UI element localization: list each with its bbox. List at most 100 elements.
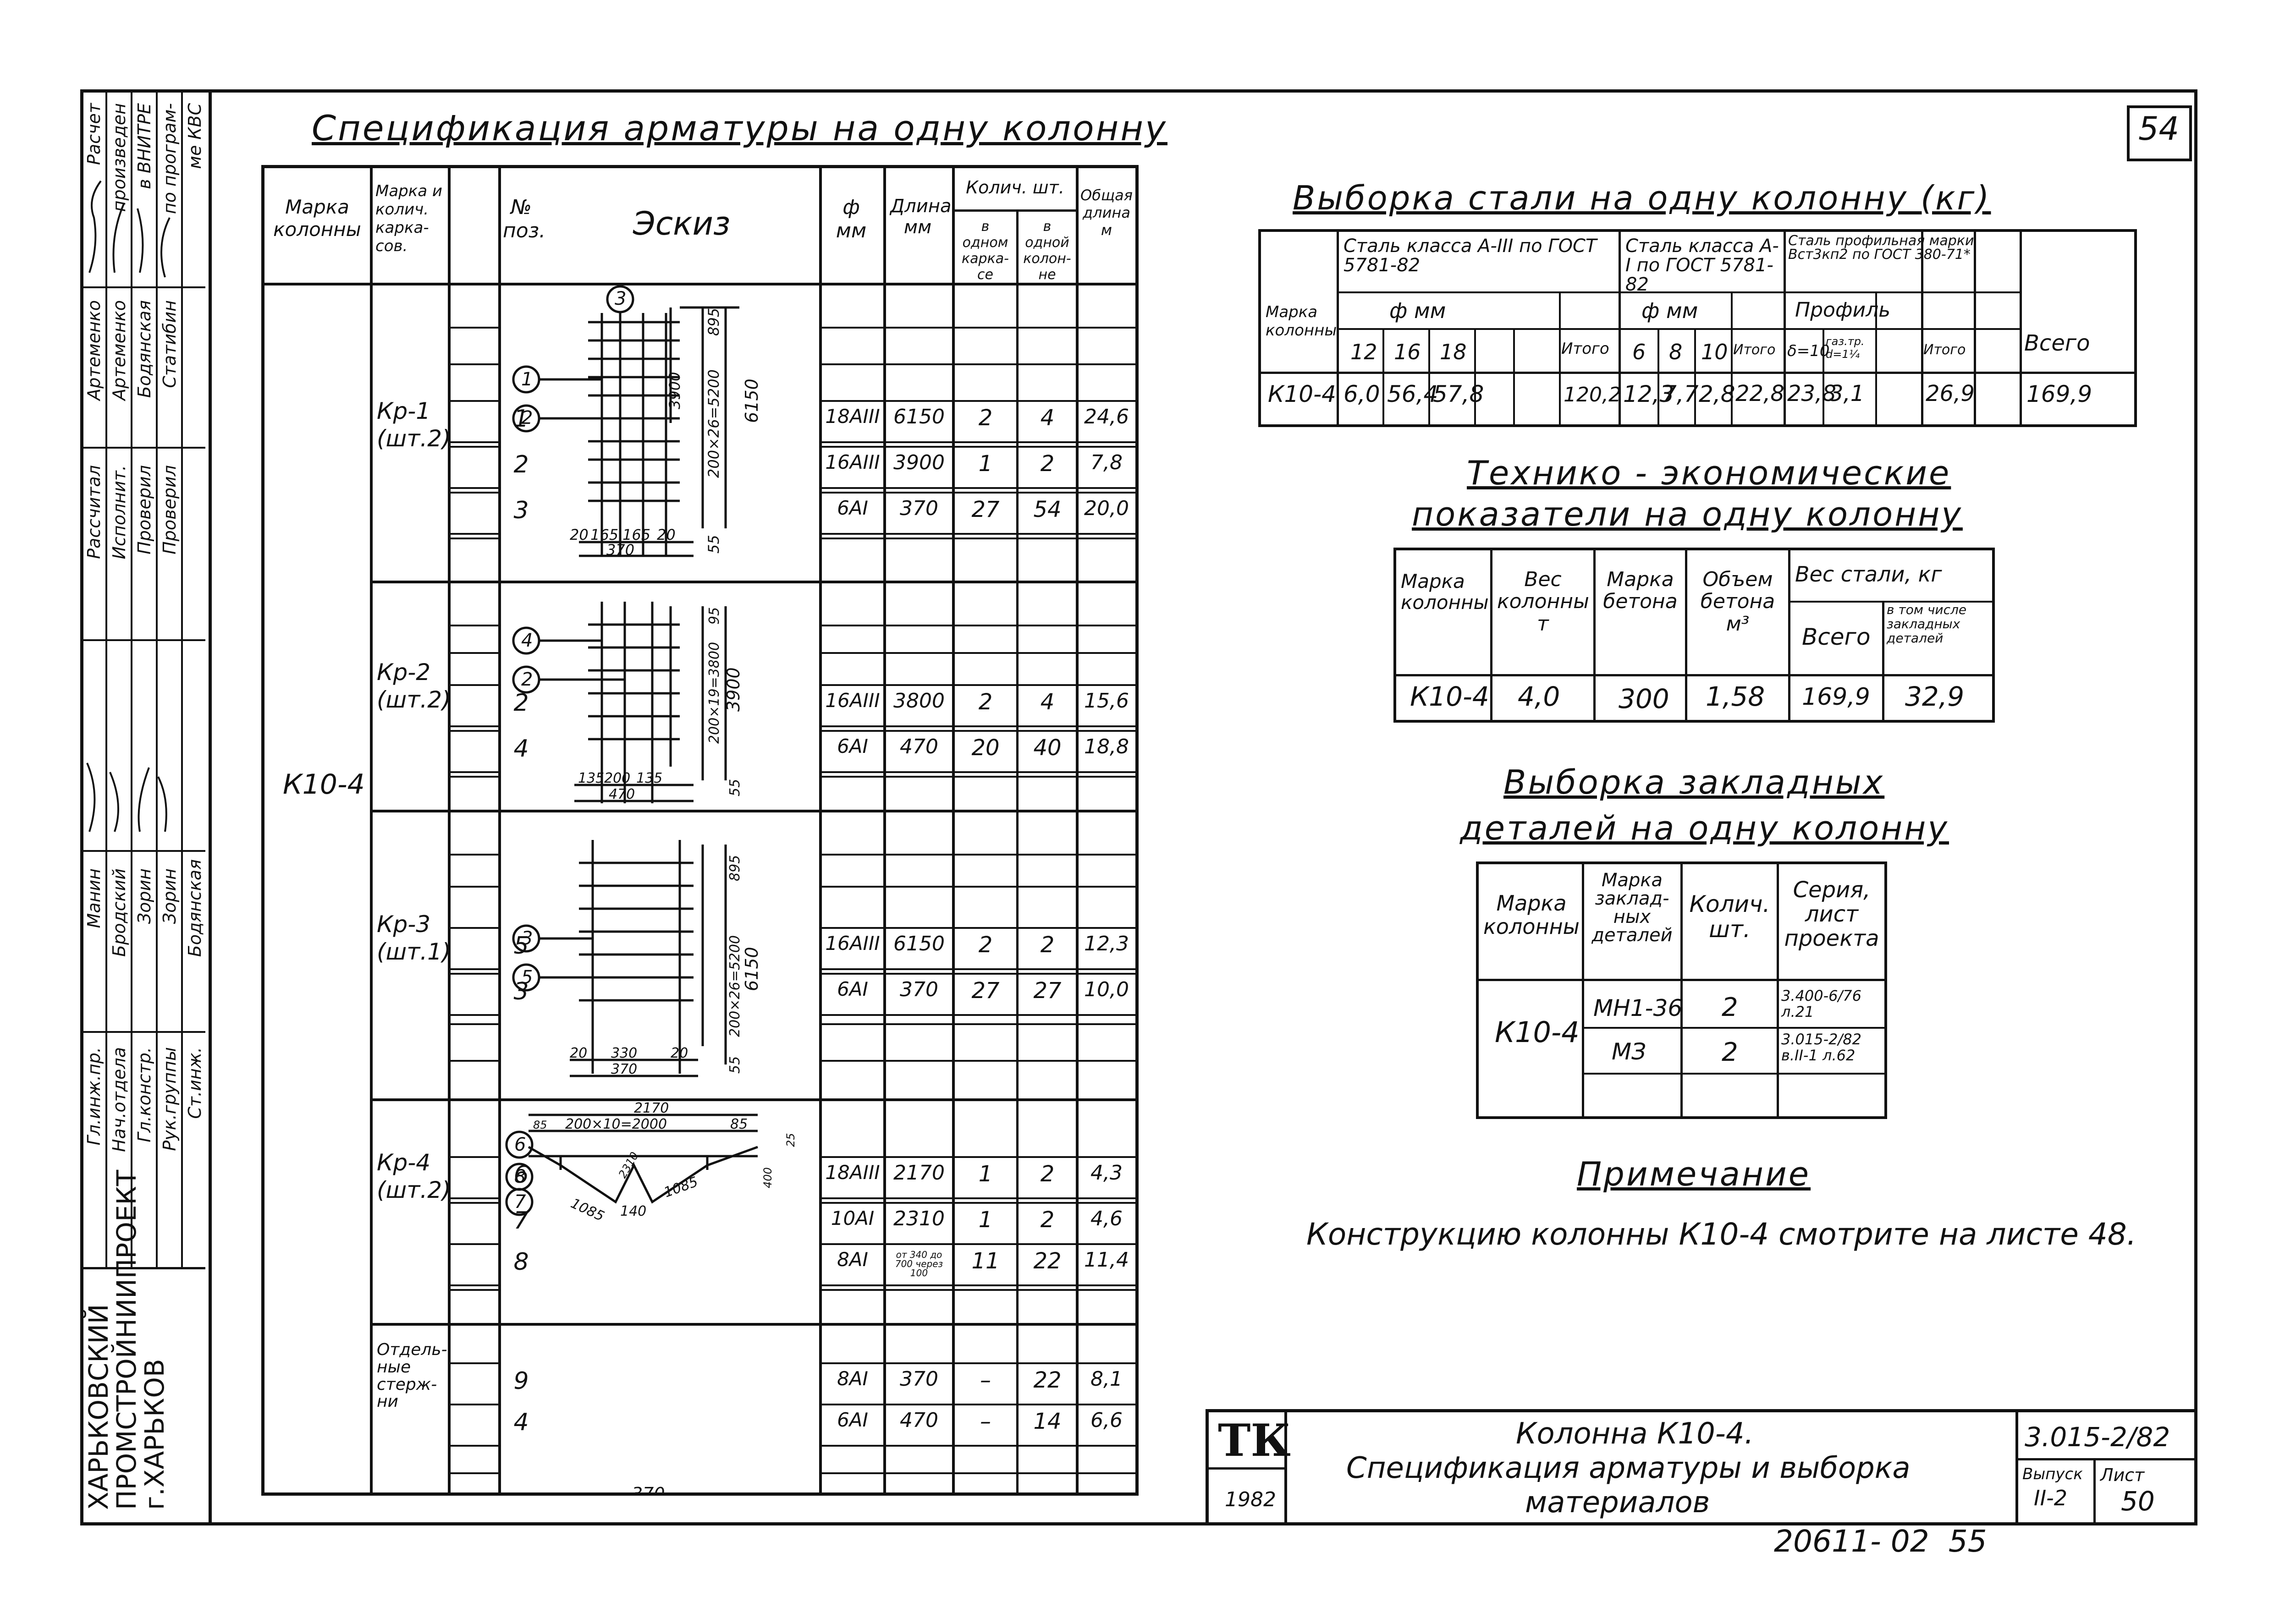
- spec-h-length: Длина мм: [890, 196, 952, 238]
- spec-cell-diam: 8AI: [837, 1248, 868, 1271]
- svg-text:2: 2: [521, 407, 533, 428]
- spec-row-line: [822, 973, 1135, 975]
- group-sep: Отдель-ные стерж-ни: [377, 1340, 447, 1411]
- spec-row-line: [822, 771, 1135, 773]
- spec-cell-q1: 27: [971, 497, 1000, 522]
- spec-cell-total: 12,3: [1084, 932, 1129, 955]
- stamp-name-a-4: Зорин: [160, 868, 180, 924]
- spec-h-sketch: Эскиз: [633, 205, 731, 242]
- spec-cell-pos: 8: [513, 1248, 529, 1276]
- spec-row-line: [822, 776, 1135, 778]
- signature-marks: [86, 180, 171, 832]
- steel-h-mark: Марка колонны: [1266, 303, 1337, 340]
- svg-text:1085: 1085: [568, 1196, 607, 1225]
- left-stamp: ХАРЬКОВСКИЙ ПРОМСТРОЙНИИПРОЕКТ г.ХАРЬКОВ…: [80, 89, 209, 1519]
- svg-text:7: 7: [514, 1191, 526, 1213]
- stamp-col-label-4: Рук.группы: [160, 1047, 180, 1151]
- steel-r-a3-2: 56,4: [1387, 381, 1438, 407]
- tech-r-2: 4,0: [1518, 681, 1560, 712]
- spec-table: Марка колонны Марка и колич. карка-сов. …: [261, 165, 1139, 1496]
- sketch-area: 312 6150 3900 200×26=5200 895 55 20 165 …: [505, 285, 797, 1492]
- spec-cell-total: 18,8: [1084, 735, 1129, 758]
- group-kr3: Кр-3 (шт.1): [377, 911, 451, 965]
- spec-row-line: [451, 776, 498, 778]
- stamp-name-a-1: Манин: [84, 868, 104, 928]
- spec-row-line: [822, 684, 1135, 686]
- spec-cell-q2: 27: [1033, 978, 1062, 1004]
- stamp-org-box: [80, 1267, 205, 1521]
- spec-h-pos: № поз.: [503, 196, 546, 242]
- steel-d-a1-3: 10: [1701, 340, 1728, 364]
- spec-row-line: [822, 327, 1135, 329]
- stamp-name-a-5: Бодянская: [185, 859, 205, 957]
- spec-cell-len: 370: [900, 978, 938, 1001]
- spec-cell-pos: 2: [513, 451, 529, 478]
- spec-h-diam: ф мм: [836, 196, 867, 242]
- spec-cell-diam: 18AIII: [825, 1161, 880, 1184]
- svg-text:4: 4: [521, 630, 533, 651]
- tech-r-1: К10-4: [1410, 681, 1489, 712]
- spec-column-mark: К10-4: [283, 768, 365, 801]
- tk-logo: ТК: [1218, 1415, 1291, 1466]
- spec-cell-total: 4,3: [1090, 1161, 1123, 1185]
- spec-cell-q1: 1: [978, 1207, 993, 1233]
- steel-h-fmm-a1: ф мм: [1641, 298, 1698, 323]
- spec-row-line: [451, 1362, 498, 1364]
- spec-cell-q1: –: [980, 1367, 991, 1393]
- spec-cell-q1: 20: [971, 735, 1000, 761]
- sheet-number: 54: [2138, 110, 2180, 148]
- title-year: 1982: [1225, 1488, 1276, 1511]
- tech-h-3: Марка бетона: [1603, 568, 1678, 614]
- spec-cell-diam: 10AI: [831, 1207, 875, 1229]
- spec-cell-total: 11,4: [1084, 1248, 1129, 1272]
- svg-text:20: 20: [570, 526, 589, 543]
- embed-r2-part: МЗ: [1612, 1038, 1646, 1065]
- spec-row-line: [451, 492, 498, 494]
- spec-cell-diam: 6AI: [837, 735, 868, 757]
- svg-text:895: 895: [705, 308, 722, 336]
- spec-row-line: [822, 968, 1135, 970]
- org-line-3: г.ХАРЬКОВ: [138, 1359, 170, 1510]
- spec-row-line: [451, 968, 498, 970]
- svg-text:200×26=5200: 200×26=5200: [705, 369, 722, 478]
- tech-table: Марка колонны Вес колонны т Марка бетона…: [1393, 548, 1995, 723]
- spec-cell-diam: 18AIII: [825, 405, 880, 428]
- svg-text:135: 135: [578, 770, 604, 786]
- title-line-3: материалов: [1525, 1486, 1710, 1520]
- tech-h-7: в том числе закладных деталей: [1887, 602, 1967, 646]
- spec-row-line: [451, 1060, 498, 1062]
- spec-cell-pos: 4: [513, 735, 529, 763]
- spec-row-line: [451, 327, 498, 329]
- title-code: 3.015-2/82: [2025, 1421, 2170, 1453]
- drawing-frame: [80, 89, 2197, 1525]
- sketch-kr3: [512, 840, 727, 1077]
- embed-r1-qty: 2: [1722, 993, 1738, 1022]
- title-issue-label: Выпуск: [2022, 1465, 2083, 1483]
- svg-text:1085: 1085: [662, 1174, 700, 1201]
- tech-r-4: 1,58: [1706, 681, 1765, 712]
- spec-cell-pos: 3: [513, 497, 529, 524]
- sketch-kr1: [512, 285, 739, 557]
- stamp-col-label-2: Нач.отдела: [109, 1047, 129, 1152]
- title-sheet-label: Лист: [2100, 1465, 2145, 1485]
- tech-h-5: Вес стали, кг: [1795, 562, 1942, 587]
- spec-row-line: [451, 446, 498, 448]
- steel-r-a3-1: 6,0: [1343, 381, 1380, 407]
- svg-text:20: 20: [657, 526, 676, 543]
- spec-cell-diam: 6AI: [837, 1409, 868, 1431]
- spec-row-line: [451, 1197, 498, 1199]
- stamp-org: ХАРЬКОВСКИЙ ПРОМСТРОЙНИИПРОЕКТ г.ХАРЬКОВ: [83, 1170, 170, 1510]
- steel-d-a3-1: 12: [1350, 340, 1377, 364]
- spec-cell-total: 4,6: [1090, 1207, 1123, 1230]
- group-kr2: Кр-2 (шт.2): [377, 659, 451, 713]
- spec-cell-q2: 2: [1040, 1161, 1055, 1187]
- svg-text:55: 55: [705, 535, 722, 554]
- spec-row-line: [451, 1445, 498, 1447]
- svg-text:55: 55: [727, 1056, 743, 1074]
- steel-h-profile: Профиль: [1795, 298, 1891, 322]
- svg-text:8: 8: [514, 1166, 526, 1187]
- spec-cell-len: 470: [900, 1409, 938, 1432]
- embed-h-2: Марка заклад-ных деталей: [1591, 870, 1673, 946]
- spec-h-total: Общая длина м: [1080, 187, 1133, 239]
- spec-row-line: [451, 487, 498, 489]
